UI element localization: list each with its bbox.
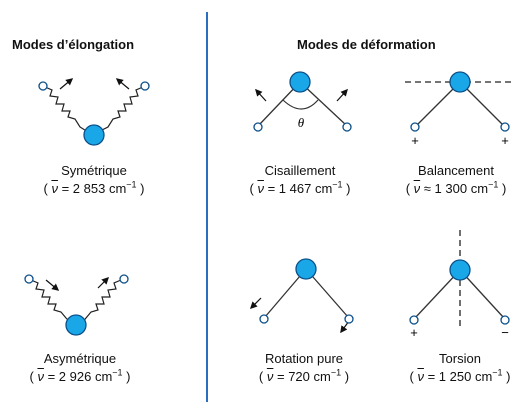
scissoring-diagram: θ (253, 71, 352, 132)
wavenumber: ( ν ≈ 1 300 cm−1 ) (405, 179, 507, 196)
hydrogen-atom-left (410, 122, 420, 132)
bond-right (459, 269, 505, 319)
mode-name: Balancement (418, 163, 494, 178)
central-atom (295, 258, 317, 280)
plus-sign: + (410, 325, 418, 340)
central-atom (65, 314, 87, 336)
arrow-left (249, 297, 262, 310)
arrow-left (255, 88, 267, 102)
column-divider (206, 12, 208, 402)
spring-left (30, 279, 72, 324)
symmetric-stretch-diagram (38, 78, 150, 146)
mode-name: Rotation pure (264, 351, 344, 366)
plus-sign-left: + (411, 133, 419, 148)
mode-name: Cisaillement (264, 163, 336, 178)
asymmetric-stretch-diagram (24, 274, 129, 336)
hydrogen-atom-right (140, 81, 150, 91)
hydrogen-atom-left (259, 314, 269, 324)
twisting-diagram: + − (409, 230, 510, 340)
hydrogen-atom-right (344, 314, 354, 324)
hydrogen-atom-left (24, 274, 34, 284)
hydrogen-atom-left (253, 122, 263, 132)
hydrogen-atom-left (409, 315, 419, 325)
mode-name: Asymétrique (43, 351, 117, 366)
spring-right (97, 86, 144, 133)
central-atom (83, 124, 105, 146)
central-atom (289, 71, 311, 93)
wavenumber: ( ν = 1 250 cm−1 ) (409, 367, 511, 384)
hydrogen-atom-right (342, 122, 352, 132)
central-atom (449, 259, 471, 281)
wagging-mode-label: Balancement ( ν ≈ 1 300 cm−1 ) (386, 162, 526, 198)
central-atom (449, 71, 471, 93)
wavenumber: ( ν = 720 cm−1 ) (258, 367, 350, 384)
asymmetric-mode-label: Asymétrique ( ν = 2 926 cm−1 ) (10, 350, 150, 386)
rocking-diagram (249, 258, 354, 334)
hydrogen-atom-left (38, 81, 48, 91)
hydrogen-atom-right (500, 122, 510, 132)
mode-name: Torsion (439, 351, 481, 366)
arrow-right (115, 78, 130, 90)
bond-left (414, 269, 461, 319)
rocking-mode-label: Rotation pure ( ν = 720 cm−1 ) (234, 350, 374, 386)
scissoring-mode-label: Cisaillement ( ν = 1 467 cm−1 ) (230, 162, 370, 198)
plus-sign-right: + (501, 133, 509, 148)
wagging-diagram: + + (405, 71, 515, 148)
stretching-heading: Modes d’élongation (12, 37, 135, 52)
arrow-right (97, 276, 110, 289)
hydrogen-atom-right (119, 274, 129, 284)
spring-right (81, 279, 122, 324)
wavenumber: ( ν = 2 926 cm−1 ) (29, 367, 131, 384)
wavenumber: ( ν = 2 853 cm−1 ) (43, 179, 145, 196)
arrow-left (45, 279, 60, 291)
arrow-right (336, 88, 348, 102)
angle-arc (282, 99, 319, 110)
deformation-heading: Modes de déformation (297, 37, 436, 52)
wavenumber: ( ν = 1 467 cm−1 ) (249, 179, 351, 196)
hydrogen-atom-right (500, 315, 510, 325)
mode-name: Symétrique (61, 163, 127, 178)
minus-sign: − (501, 325, 509, 340)
angle-label: θ (298, 115, 305, 130)
arrow-left (59, 78, 74, 90)
symmetric-mode-label: Symétrique ( ν = 2 853 cm−1 ) (24, 162, 164, 198)
twisting-mode-label: Torsion ( ν = 1 250 cm−1 ) (390, 350, 526, 386)
spring-left (44, 86, 89, 133)
